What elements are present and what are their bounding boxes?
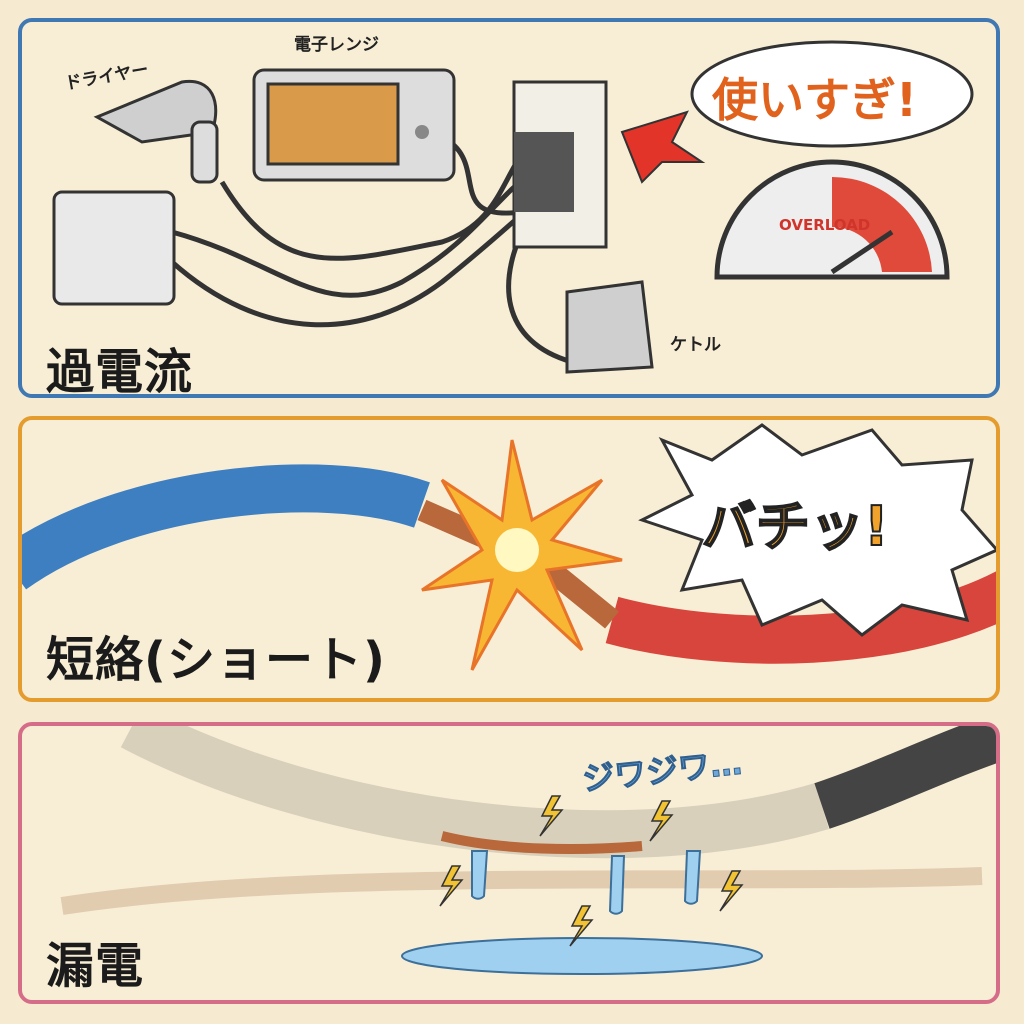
blue-wire <box>22 464 430 590</box>
short-circuit-panel: バチッ! 短絡(ショート) <box>18 416 1000 702</box>
kettle-label: ケトル <box>670 335 721 355</box>
water-drops <box>401 850 763 975</box>
short-circuit-title: 短絡(ショート) <box>46 632 386 688</box>
hair-dryer-icon <box>93 79 219 184</box>
gauge-icon <box>714 159 950 280</box>
overcurrent-panel: ドライヤー 電子レンジ ケトル 使いすぎ! OVERLOAD 過電流 <box>18 18 1000 398</box>
outlet-icon <box>512 80 608 249</box>
power-strip-icon <box>52 190 176 306</box>
microwave-label: 電子レンジ <box>294 35 379 55</box>
overcurrent-title: 過電流 <box>46 344 194 398</box>
overload-label: OVERLOAD <box>779 216 871 234</box>
arrow-icon <box>620 110 706 184</box>
short-circuit-illustration <box>22 423 996 671</box>
overuse-bubble-text: 使いすぎ! <box>712 73 917 127</box>
leakage-illustration <box>60 726 996 975</box>
zap-bubble-text: バチッ! <box>701 494 890 559</box>
leakage-title: 漏電 <box>46 938 145 994</box>
burst-bubble <box>638 423 996 637</box>
speech-bubble <box>690 40 974 148</box>
lightning-icons <box>439 795 744 947</box>
kettle-icon <box>565 280 654 374</box>
damaged-cable <box>120 726 829 859</box>
microwave-icon <box>252 68 456 182</box>
leakage-panel: ジワジワ… 漏電 <box>18 722 1000 1004</box>
overcurrent-illustration <box>52 40 974 374</box>
